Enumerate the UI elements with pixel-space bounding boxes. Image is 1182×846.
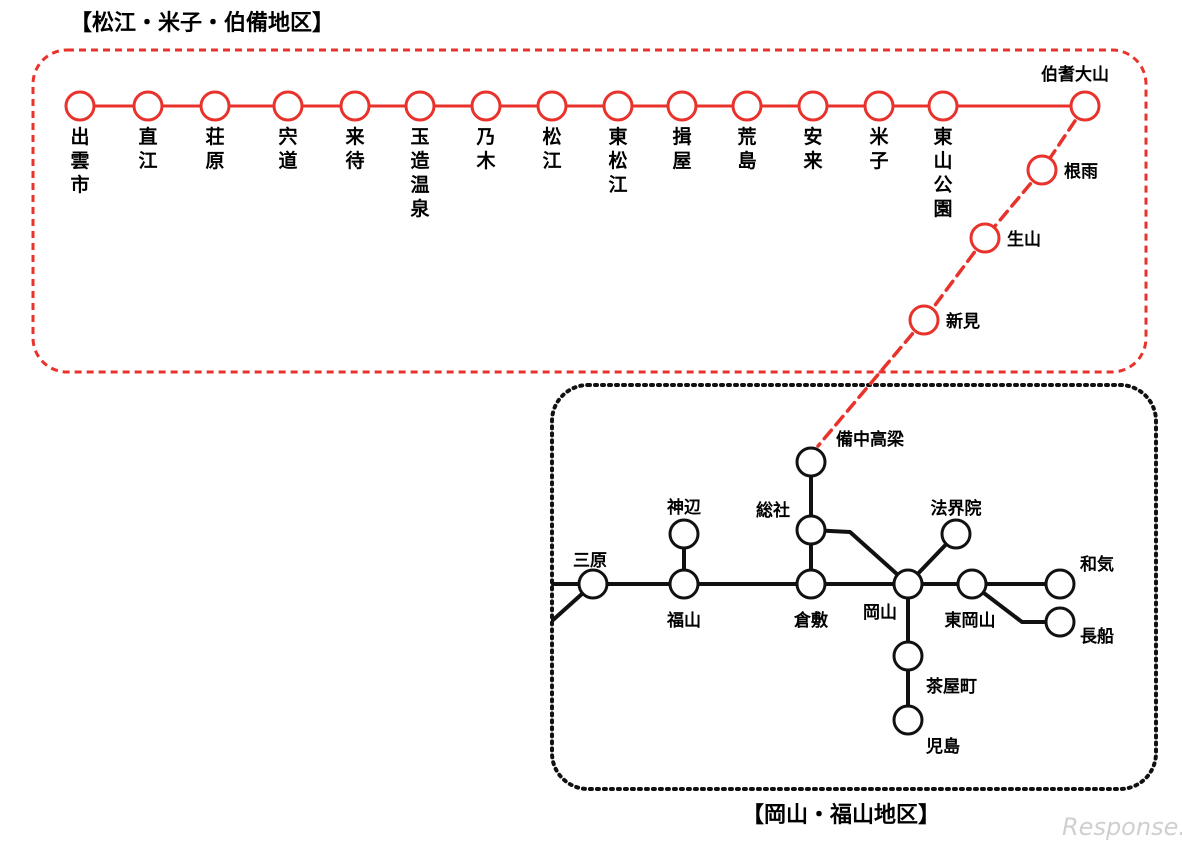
station-label: 伯耆大山 — [1041, 64, 1109, 85]
response-credit: Response. — [1062, 813, 1182, 841]
station-label: 出雲市 — [70, 125, 89, 196]
station-label: 総社 — [756, 500, 790, 521]
station-label: 来待 — [345, 126, 364, 172]
station-label: 荒島 — [737, 125, 756, 172]
station-label: 岡山 — [863, 603, 897, 623]
station-marker — [1044, 606, 1076, 638]
station-label: 東山公園 — [933, 125, 952, 220]
station-label: 東岡山 — [945, 610, 996, 631]
station-label: 荘原 — [205, 125, 224, 172]
station-label: 根雨 — [1064, 161, 1098, 182]
station-marker — [1069, 90, 1101, 122]
station-label: 宍道 — [278, 125, 297, 172]
station-marker — [731, 90, 763, 122]
station-marker — [272, 90, 304, 122]
station-marker — [956, 568, 988, 600]
station-marker — [795, 446, 827, 478]
station-marker — [339, 90, 371, 122]
station-label: 玉造温泉 — [409, 126, 430, 220]
station-label: 三原 — [573, 551, 607, 571]
station-marker — [577, 568, 609, 600]
station-marker — [1044, 568, 1076, 600]
station-marker — [795, 568, 827, 600]
station-label: 神辺 — [667, 497, 701, 518]
station-label: 安来 — [803, 125, 822, 172]
station-label: 松江 — [542, 125, 561, 172]
station-label: 和気 — [1080, 554, 1114, 575]
station-label: 新見 — [946, 311, 980, 332]
station-marker — [969, 222, 1001, 254]
station-marker — [602, 90, 634, 122]
station-marker — [132, 90, 164, 122]
station-label: 揖屋 — [672, 125, 691, 172]
station-marker — [668, 518, 700, 550]
station-marker — [666, 90, 698, 122]
station-label: 備中高梁 — [836, 429, 905, 450]
station-marker — [199, 90, 231, 122]
station-marker — [892, 568, 924, 600]
station-label: 米子 — [869, 125, 889, 172]
matsue-region-title: 【松江・米子・伯備地区】 — [70, 10, 334, 36]
station-label: 直江 — [138, 125, 157, 172]
station-marker — [1026, 154, 1058, 186]
station-label: 生山 — [1007, 229, 1041, 250]
station-marker — [797, 90, 829, 122]
station-label: 法界院 — [931, 498, 982, 519]
station-marker — [892, 640, 924, 672]
momotaro-line — [810, 528, 910, 586]
station-label: 長船 — [1080, 626, 1114, 647]
station-marker — [940, 518, 972, 550]
hakubi-line-segment — [816, 318, 926, 448]
station-label: 児島 — [925, 736, 960, 757]
okayama-region-title: 【岡山・福山地区】 — [742, 803, 940, 828]
station-marker — [863, 90, 895, 122]
station-label: 東松江 — [608, 125, 627, 196]
station-marker — [668, 568, 700, 600]
matsue-region-boundary — [31, 48, 1148, 374]
station-marker — [536, 90, 568, 122]
station-marker — [927, 90, 959, 122]
station-marker — [470, 90, 502, 122]
station-label: 茶屋町 — [926, 676, 977, 697]
station-label: 乃木 — [475, 126, 496, 172]
station-marker — [892, 704, 924, 736]
station-label: 福山 — [666, 610, 701, 631]
station-marker — [404, 90, 436, 122]
station-label: 倉敷 — [793, 610, 829, 631]
station-marker — [795, 514, 827, 546]
station-marker — [908, 304, 940, 336]
okayama-region-boundary — [550, 383, 1158, 791]
station-marker — [64, 90, 96, 122]
hakubi-line-segment — [922, 236, 987, 322]
